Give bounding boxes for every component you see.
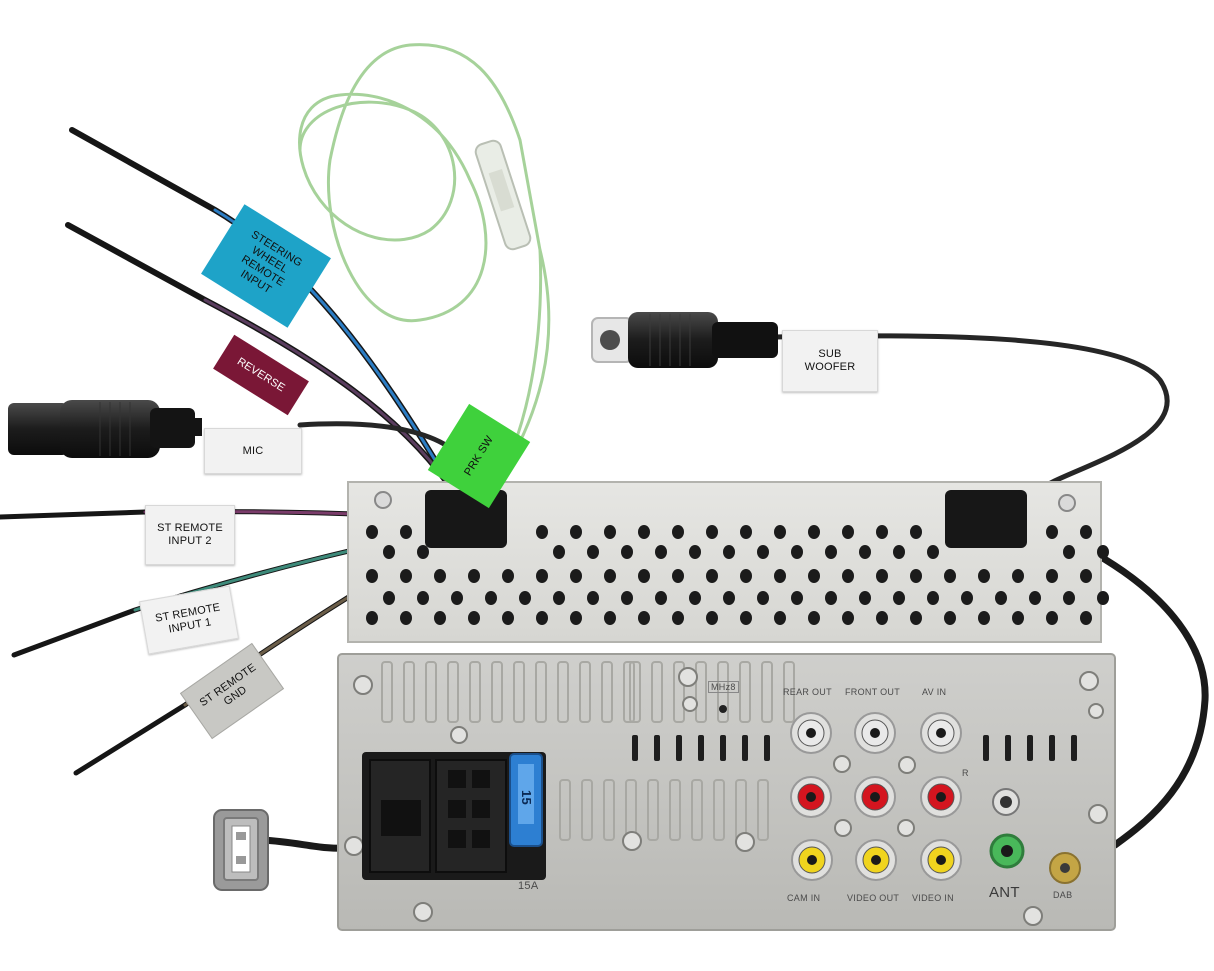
fuse-value: 15 [519,789,535,806]
inline-fuse-holder [474,139,532,251]
front-out-marking: FRONT OUT [845,687,901,697]
video-in-marking: VIDEO IN [912,893,954,903]
video-out-marking: VIDEO OUT [847,893,900,903]
fuse-rating-marking: 15A [518,880,539,892]
iso-connector [362,752,546,880]
mic-jack [8,400,202,458]
ant-marking: ANT [989,884,1020,901]
sub-woofer-label: SUB WOOFER [782,330,878,392]
mhz-marking: MHz8 [708,681,739,693]
r-marking: R [962,768,969,778]
rca-jacks [790,712,1081,884]
st-remote-input-2-label: ST REMOTE INPUT 2 [145,505,235,565]
cam-in-marking: CAM IN [787,893,821,903]
chassis-top-cage [347,481,1109,643]
mic-label: MIC [204,428,302,474]
usb-plug [213,809,269,891]
subwoofer-rca-plug [591,312,778,368]
dab-marking: DAB [1053,890,1073,900]
rear-out-marking: REAR OUT [783,687,832,697]
av-in-marking: AV IN [922,687,947,697]
